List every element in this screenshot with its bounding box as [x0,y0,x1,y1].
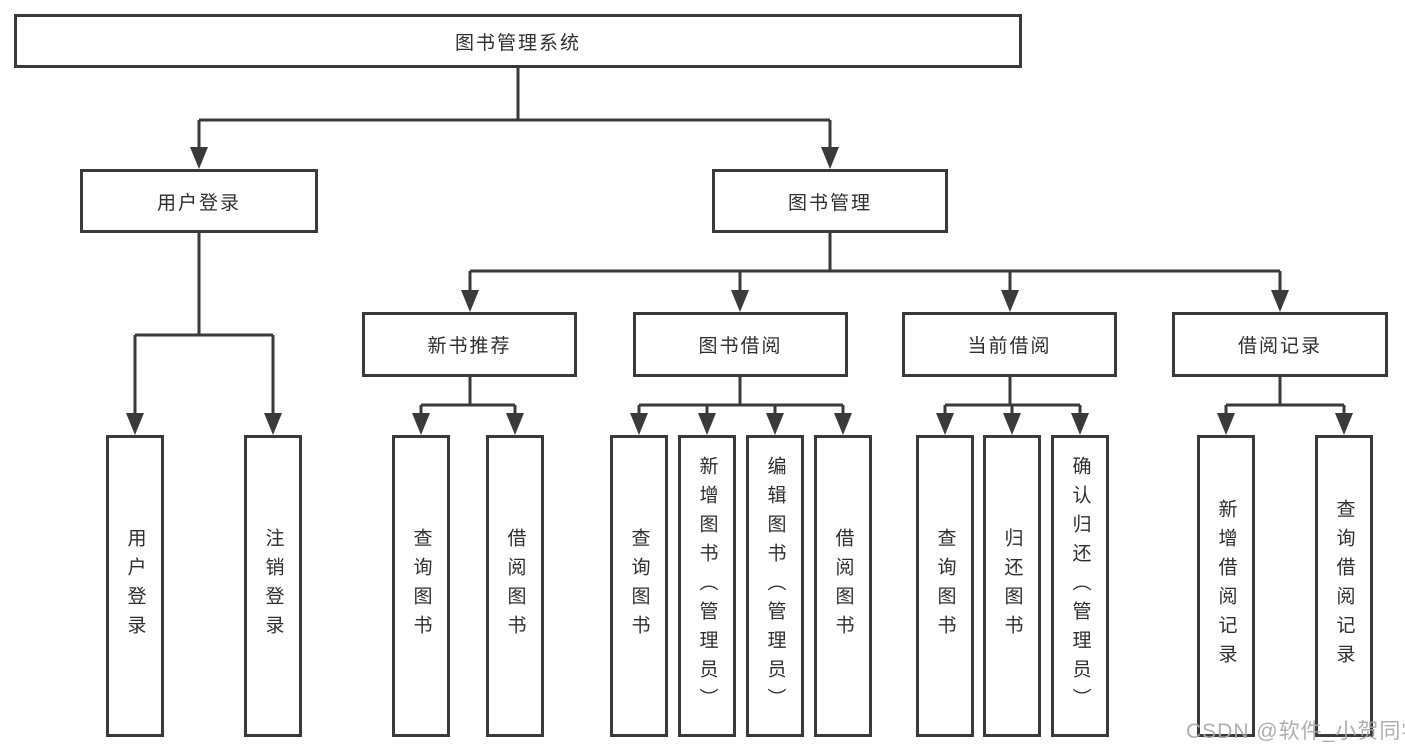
node-book-management: 图书管理 [712,169,948,233]
leaf-borrow-books-borrowing: 借阅图书 [814,435,872,737]
node-root: 图书管理系统 [14,14,1022,68]
arrowhead [1335,413,1353,435]
leaf-query-borrow-record: 查询借阅记录 [1315,435,1373,737]
leaf-return-books: 归还图书 [983,435,1041,737]
leaf-user-login: 用户登录 [106,435,164,737]
arrowhead [936,413,954,435]
arrowhead [766,413,784,435]
leaf-borrow-books-newbook: 借阅图书 [486,435,544,737]
arrowhead [1271,290,1289,312]
arrowhead [821,147,839,169]
arrowhead [698,413,716,435]
leaf-query-books-current: 查询图书 [916,435,974,737]
arrowhead [461,290,479,312]
arrowhead [412,413,430,435]
leaf-confirm-return-admin: 确认归还（管理员） [1051,435,1109,737]
watermark: CSDN @软件_小贺同学 [1186,720,1405,743]
arrowhead [1003,413,1021,435]
arrowhead [1071,413,1089,435]
node-new-book-recommendation: 新书推荐 [362,312,577,377]
arrowhead [506,413,524,435]
node-borrowing-records: 借阅记录 [1172,312,1388,377]
arrowhead [190,147,208,169]
arrowhead [126,413,144,435]
node-current-borrowing: 当前借阅 [902,312,1117,377]
arrowhead [731,290,749,312]
leaf-add-books-admin: 新增图书（管理员） [678,435,736,737]
leaf-logout-login: 注销登录 [244,435,302,737]
arrowhead [1001,290,1019,312]
arrowhead [1217,413,1235,435]
node-book-borrowing: 图书借阅 [633,312,848,377]
leaf-edit-books-admin: 编辑图书（管理员） [746,435,804,737]
node-user-login: 用户登录 [80,169,318,233]
arrowhead [834,413,852,435]
arrowhead [630,413,648,435]
arrowhead [264,413,282,435]
leaf-add-borrow-record: 新增借阅记录 [1197,435,1255,737]
leaf-query-books-borrowing: 查询图书 [610,435,668,737]
leaf-query-books-newbook: 查询图书 [392,435,450,737]
